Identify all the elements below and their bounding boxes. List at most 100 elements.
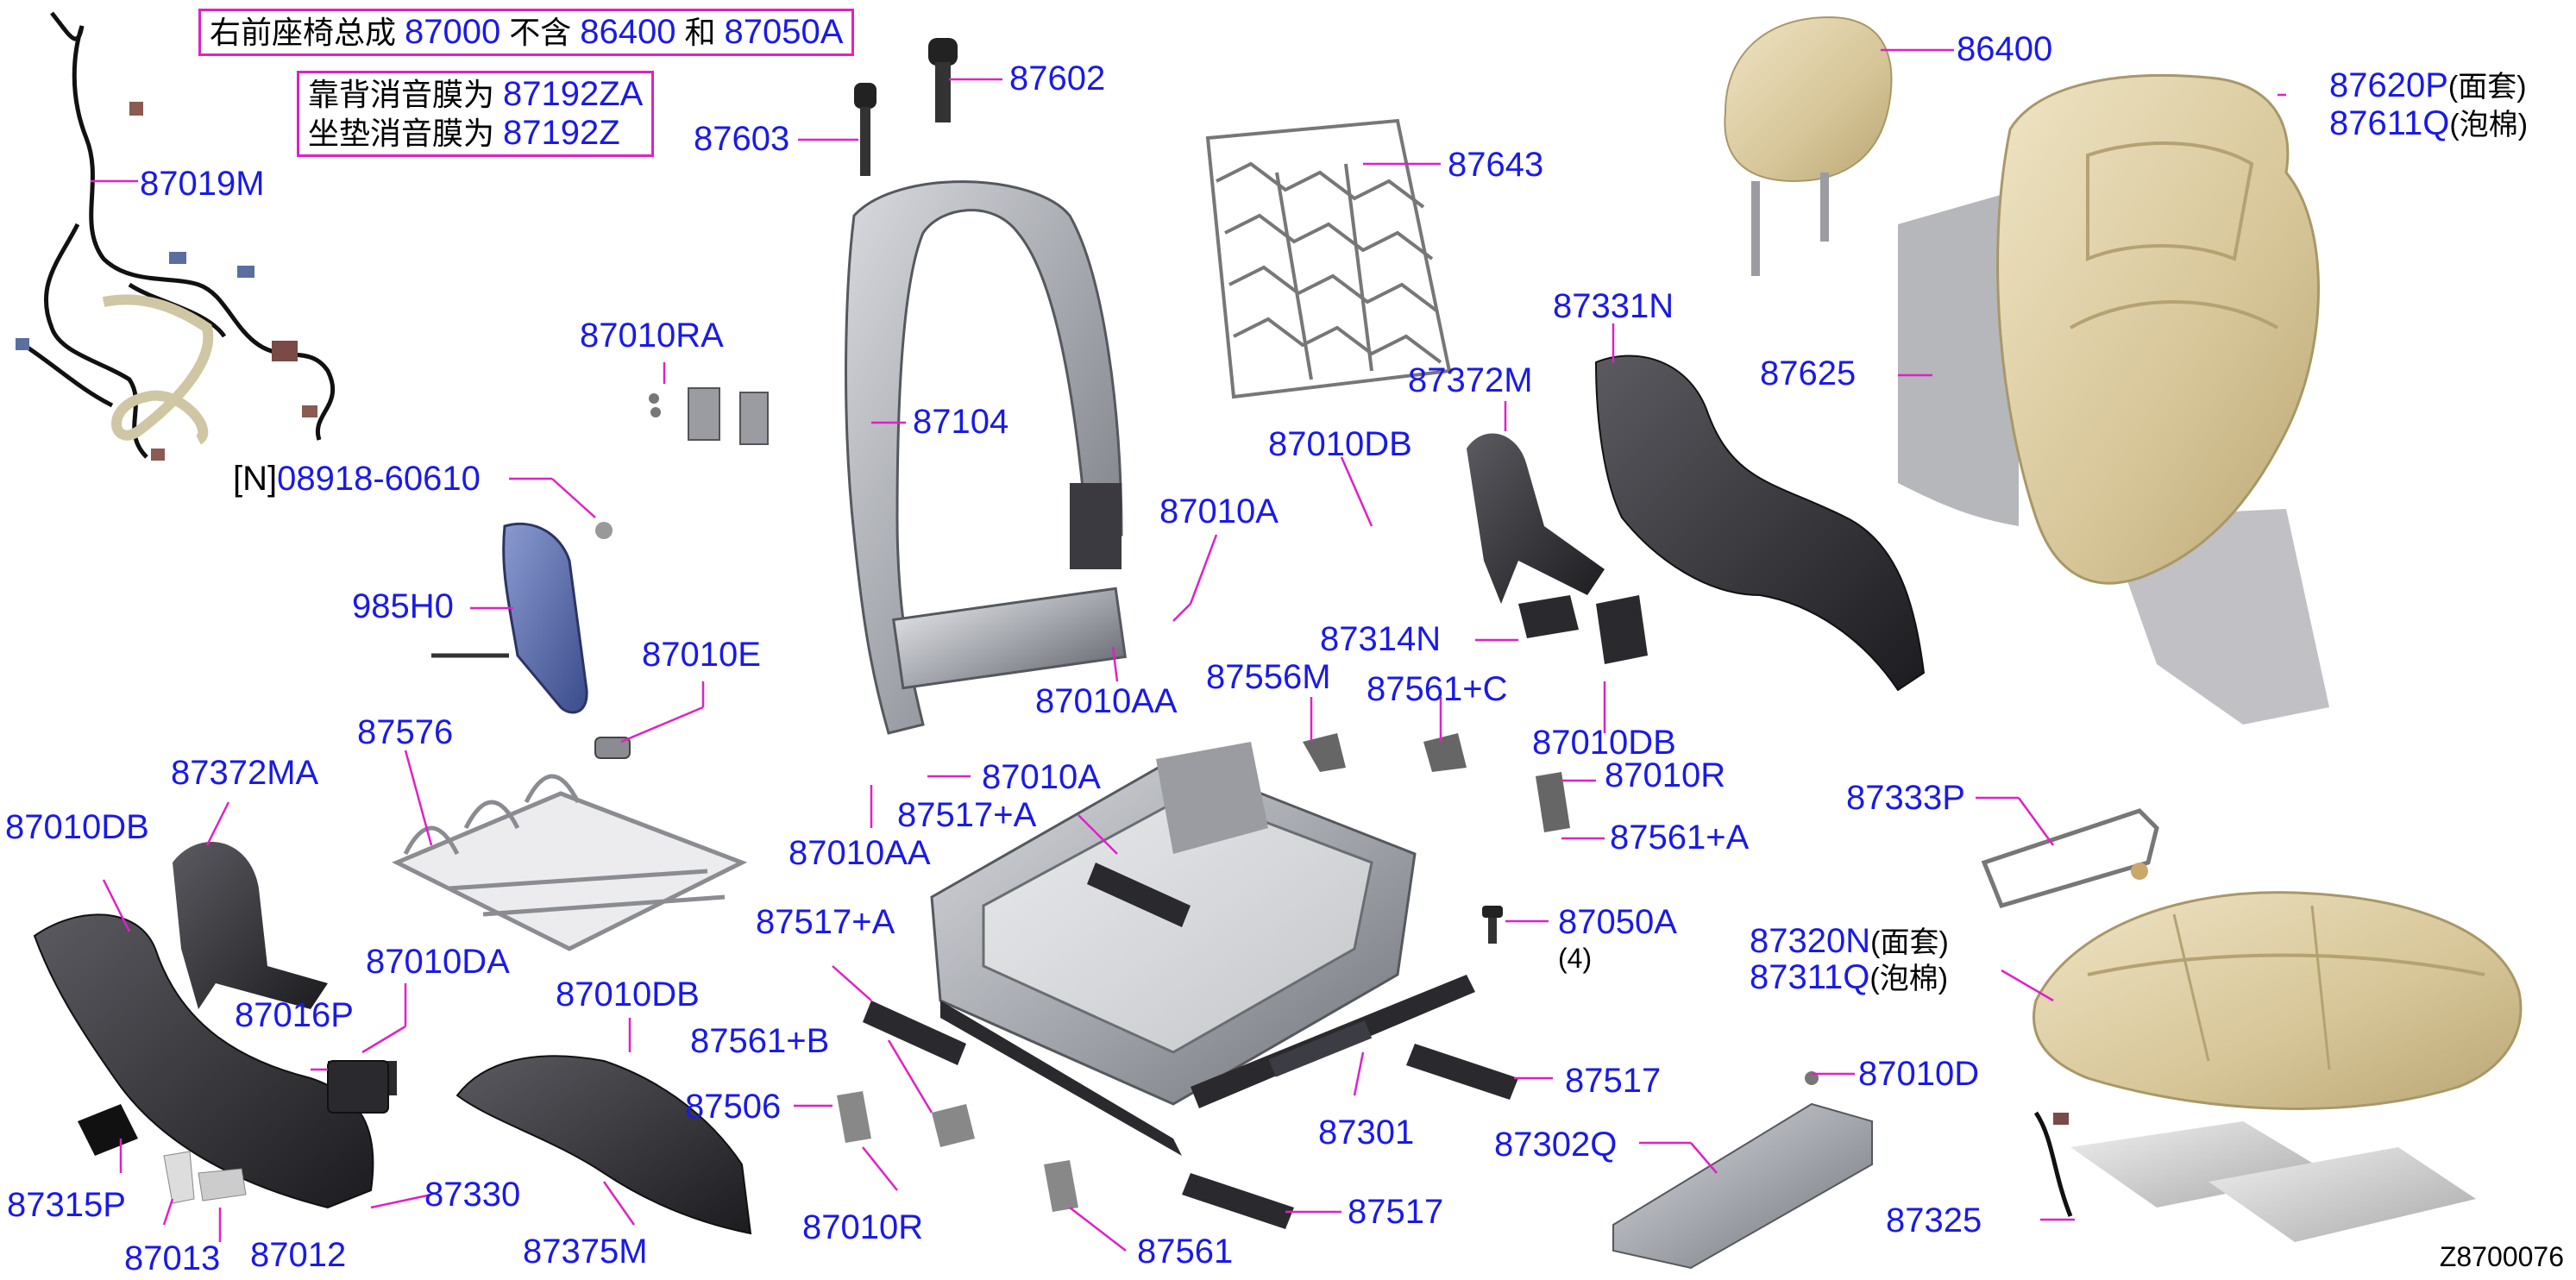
- label-08918-60610[interactable]: [N]08918-60610: [233, 459, 481, 499]
- knob-87013: [163, 1151, 195, 1204]
- label-86400[interactable]: 86400: [1957, 30, 2053, 68]
- label-985H0[interactable]: 985H0: [352, 587, 454, 625]
- label-87611Q-number: 87611Q: [2329, 104, 2450, 142]
- assembly-part-86400[interactable]: 86400: [580, 13, 676, 51]
- label-87517-right[interactable]: 87517: [1565, 1062, 1662, 1100]
- label-87620P[interactable]: 87620P(面套): [2329, 66, 2527, 107]
- label-87517-bottom[interactable]: 87517: [1348, 1193, 1444, 1231]
- insulator-note: 靠背消音膜为 87192ZA 坐垫消音膜为 87192Z: [297, 71, 655, 157]
- label-87302Q[interactable]: 87302Q: [1494, 1126, 1618, 1164]
- knob-87315P: [78, 1104, 138, 1156]
- label-87010R-bottom[interactable]: 87010R: [802, 1208, 924, 1246]
- headrest-guide-87603: [854, 83, 876, 176]
- assembly-part-87050A[interactable]: 87050A: [724, 13, 844, 51]
- diagram-code: Z8700076: [2439, 1241, 2564, 1272]
- label-87561B[interactable]: 87561+B: [690, 1022, 830, 1060]
- switch-87016P: [327, 1060, 389, 1114]
- label-87561-bottom[interactable]: 87561: [1137, 1233, 1234, 1271]
- cover-87314N: [1518, 595, 1648, 664]
- bracket-87517-bottom: [1182, 1173, 1294, 1229]
- label-87643[interactable]: 87643: [1448, 146, 1544, 184]
- label-08918-number: 08918-60610: [277, 460, 481, 498]
- label-87013[interactable]: 87013: [124, 1239, 221, 1277]
- label-87010R-right[interactable]: 87010R: [1605, 756, 1726, 794]
- label-87311Q[interactable]: 87311Q(泡棉): [1750, 957, 1948, 999]
- label-87561A[interactable]: 87561+A: [1610, 819, 1750, 856]
- label-87010E[interactable]: 87010E: [642, 636, 761, 674]
- label-87625[interactable]: 87625: [1760, 355, 1857, 392]
- back-bracket-87372M: [1467, 433, 1605, 604]
- label-87050A[interactable]: 87050A: [1558, 903, 1677, 941]
- label-87576[interactable]: 87576: [357, 713, 454, 751]
- label-87010DB-left[interactable]: 87010DB: [5, 808, 149, 846]
- side-airbag-985H0: [431, 522, 613, 714]
- bolt-87050A: [1482, 906, 1503, 944]
- label-87320N-note: (面套): [1870, 926, 1949, 959]
- label-87372MA[interactable]: 87372MA: [171, 754, 319, 792]
- cushion-insulator-part[interactable]: 87192Z: [503, 114, 620, 152]
- inner-shield-87375M: [456, 1055, 752, 1235]
- label-87320N[interactable]: 87320N(面套): [1750, 921, 1949, 963]
- back-cover-87331N: [1594, 355, 1926, 692]
- label-87372M[interactable]: 87372M: [1408, 361, 1533, 399]
- label-87010DA[interactable]: 87010DA: [366, 943, 510, 981]
- headrest-86400: [1724, 16, 1893, 276]
- label-87311Q-number: 87311Q: [1750, 958, 1870, 996]
- cushion-trim-87320N: [2033, 891, 2523, 1110]
- label-87603[interactable]: 87603: [694, 120, 790, 158]
- label-87517A-top[interactable]: 87517+A: [897, 796, 1037, 834]
- seatback-trim-87620P: [1996, 74, 2320, 585]
- label-87010A-top[interactable]: 87010A: [1159, 493, 1279, 530]
- label-87315P[interactable]: 87315P: [7, 1186, 126, 1224]
- backrest-insulator-part[interactable]: 87192ZA: [503, 75, 644, 113]
- label-87325[interactable]: 87325: [1886, 1202, 1982, 1239]
- label-87010DB-right[interactable]: 87010DB: [1268, 425, 1412, 463]
- label-87311Q-note: (泡棉): [1869, 963, 1949, 995]
- label-87330[interactable]: 87330: [424, 1176, 521, 1214]
- cushion-spring-87576: [392, 774, 748, 951]
- label-87331N[interactable]: 87331N: [1553, 287, 1674, 325]
- assembly-note-text: 右前座椅总成: [210, 15, 405, 50]
- seat-track-87301: [940, 975, 1475, 1156]
- label-87012[interactable]: 87012: [250, 1236, 347, 1274]
- headrest-guide-87602: [928, 38, 958, 122]
- bracket-87561B: [932, 1104, 975, 1147]
- label-87010AA-top[interactable]: 87010AA: [1035, 682, 1178, 720]
- label-87050A-qty: (4): [1558, 943, 1593, 974]
- assembly-note: 右前座椅总成 87000 不含 86400 和 87050A: [198, 9, 855, 56]
- label-87010AA-mid[interactable]: 87010AA: [789, 834, 931, 872]
- backrest-insulator-text: 靠背消音膜为: [308, 77, 504, 112]
- label-87104[interactable]: 87104: [913, 403, 1009, 441]
- label-87314N[interactable]: 87314N: [1320, 620, 1442, 658]
- label-87301[interactable]: 87301: [1318, 1114, 1415, 1151]
- label-87010RA[interactable]: 87010RA: [580, 317, 724, 355]
- bracket-87517-right: [1406, 1044, 1518, 1100]
- bracket-87561-bottom: [1044, 1160, 1078, 1212]
- label-87010DB-lower[interactable]: 87010DB: [1532, 724, 1676, 762]
- label-87375M[interactable]: 87375M: [523, 1233, 648, 1271]
- label-87016P[interactable]: 87016P: [235, 996, 354, 1034]
- label-87010A-mid[interactable]: 87010A: [982, 758, 1101, 796]
- wire-harness-87019M: [16, 11, 336, 459]
- label-87019M[interactable]: 87019M: [140, 165, 265, 203]
- label-08918-prefix: [N]: [233, 460, 278, 498]
- label-87556M[interactable]: 87556M: [1206, 658, 1331, 696]
- assembly-note-text-2: 不含: [500, 15, 581, 50]
- label-87611Q[interactable]: 87611Q(泡棉): [2329, 104, 2528, 145]
- bracket-87517A-top: [1087, 863, 1191, 927]
- assembly-part-87000[interactable]: 87000: [405, 13, 501, 51]
- leader-lines: [91, 48, 2286, 1252]
- label-87620P-number: 87620P: [2329, 66, 2448, 104]
- label-87010D[interactable]: 87010D: [1858, 1055, 1980, 1093]
- bracket-87506: [837, 1091, 871, 1143]
- label-87010DB-mid[interactable]: 87010DB: [556, 976, 700, 1013]
- back-spring-87643: [1205, 118, 1452, 399]
- label-87517A-left[interactable]: 87517+A: [756, 903, 895, 941]
- label-87561C[interactable]: 87561+C: [1367, 670, 1508, 708]
- label-87602[interactable]: 87602: [1009, 60, 1106, 97]
- label-87333P[interactable]: 87333P: [1846, 779, 1965, 817]
- harness-connectors: [16, 102, 317, 461]
- label-87506[interactable]: 87506: [685, 1088, 782, 1126]
